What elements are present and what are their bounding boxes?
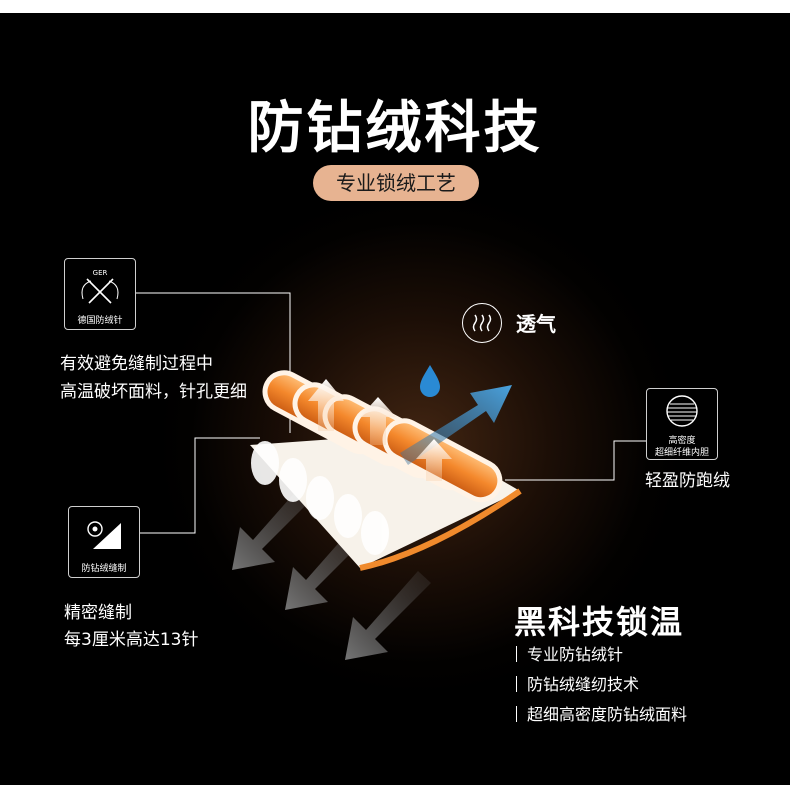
striped-circle-icon: [666, 395, 698, 427]
stitch-desc-line1: 精密缝制: [64, 603, 132, 623]
fabric-badge-label-line1: 高密度: [668, 436, 696, 446]
tech-feature-2-text: 防钻绒缝纫技术: [527, 675, 640, 694]
crossed-needles-icon: GER: [81, 269, 119, 304]
needle-desc-line1: 有效避免缝制过程中: [60, 354, 213, 374]
feature-bar: [516, 646, 517, 662]
stitch-badge: 防钻绒缝制: [68, 506, 140, 578]
water-drop-icon: [420, 365, 440, 397]
stitch-desc-line2: 每3厘米高达13针: [64, 630, 199, 650]
product-banner: 防钻绒科技 专业锁绒工艺: [0, 13, 790, 785]
page-title: 防钻绒科技: [247, 96, 543, 161]
heat-waves-icon: [462, 303, 502, 343]
fabric-badge: 高密度 超细纤维内胆: [646, 388, 718, 460]
needle-desc-line2: 高温破坏面料，针孔更细: [60, 382, 247, 402]
connector-line-stitch: [140, 437, 260, 534]
sewing-icon: [87, 521, 121, 549]
tech-feature-1: 专业防钻绒针: [516, 641, 623, 665]
feature-bar: [516, 676, 517, 692]
tech-feature-2: 防钻绒缝纫技术: [516, 671, 639, 695]
connector-line-fabric: [505, 440, 646, 481]
needle-badge-label: 德国防绒针: [77, 316, 123, 326]
fabric-badge-label-line2: 超细纤维内胆: [654, 448, 709, 458]
tech-feature-1-text: 专业防钻绒针: [527, 645, 624, 664]
illustration: [136, 292, 646, 660]
needle-badge: GER 德国防绒针: [64, 258, 136, 330]
fabric-desc: 轻盈防跑绒: [645, 471, 730, 491]
svg-text:GER: GER: [93, 269, 108, 277]
air-flow-arrow: [400, 385, 512, 465]
warm-air-arrows: [308, 379, 452, 481]
tech-feature-3-text: 超细高密度防钻绒面料: [527, 705, 688, 724]
breathable-label: 透气: [516, 312, 556, 336]
tech-title: 黑科技锁温: [514, 603, 685, 641]
stitch-badge-label: 防钻绒缝制: [81, 564, 127, 574]
tech-feature-3: 超细高密度防钻绒面料: [516, 701, 687, 725]
feature-bar: [516, 706, 517, 722]
subtitle-pill: 专业锁绒工艺: [313, 165, 479, 201]
